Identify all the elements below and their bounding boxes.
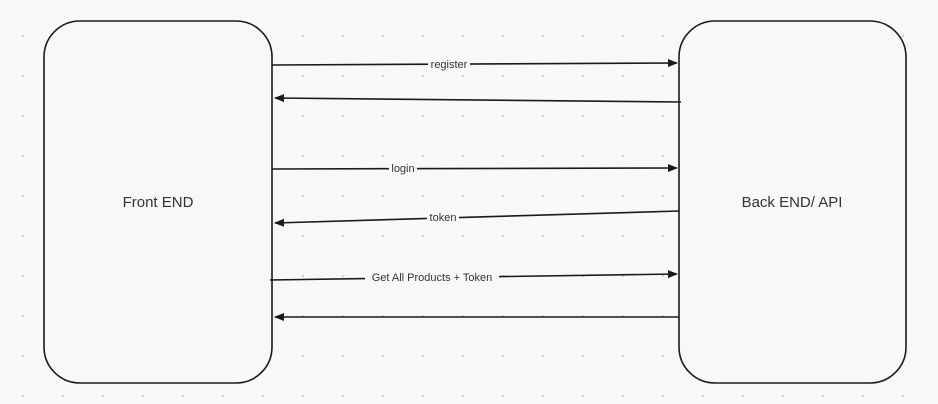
edge-get-all-products[interactable]: Get All Products + Token bbox=[269, 270, 678, 284]
edge-label-login: login bbox=[391, 163, 414, 175]
backend-label: Back END/ API bbox=[742, 194, 843, 211]
edge-label-token: token bbox=[430, 212, 457, 224]
frontend-node[interactable]: Front END bbox=[43, 20, 273, 384]
edge-login[interactable]: login bbox=[271, 161, 678, 175]
edge-register-response[interactable] bbox=[274, 94, 682, 103]
frontend-label: Front END bbox=[123, 194, 194, 211]
edge-token[interactable]: token bbox=[274, 210, 680, 227]
edge-register[interactable]: register bbox=[271, 57, 678, 71]
edge-label-get-all-products: Get All Products + Token bbox=[372, 272, 493, 284]
backend-node[interactable]: Back END/ API bbox=[678, 20, 907, 384]
edge-label-register: register bbox=[431, 59, 468, 71]
